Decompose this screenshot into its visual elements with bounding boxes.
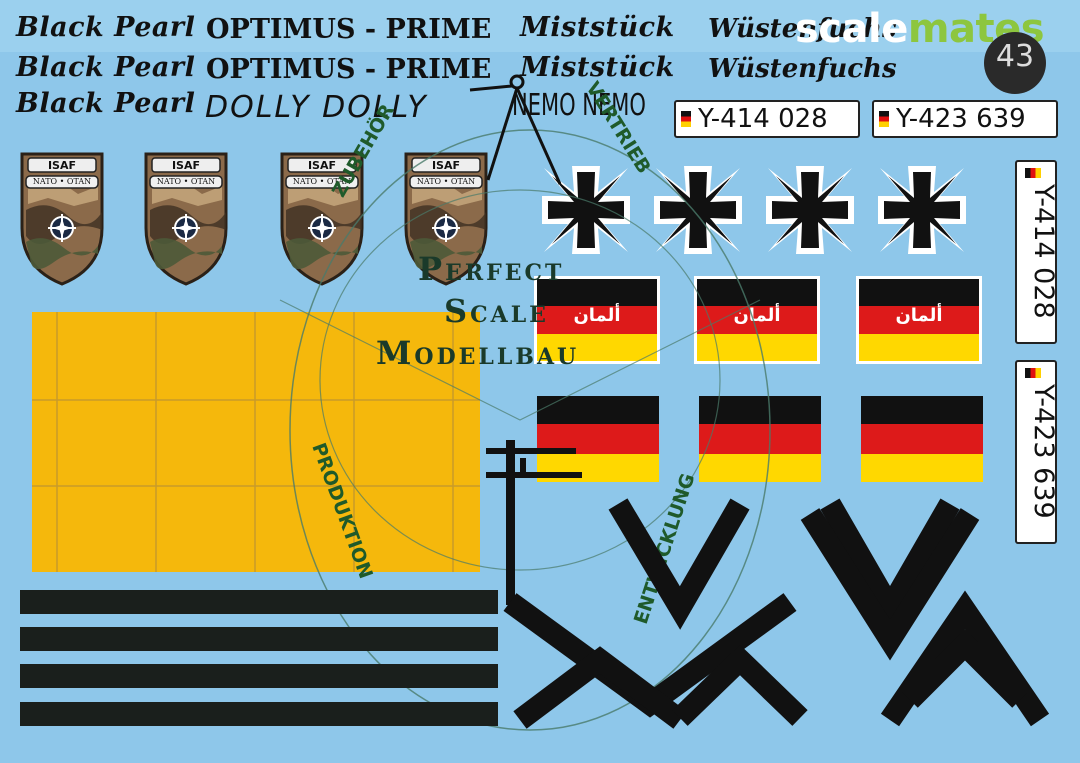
iron-cross-icon xyxy=(650,162,746,262)
top-band xyxy=(0,0,1080,52)
stripe-decal xyxy=(20,627,498,651)
german-flag-arabic: ألمان xyxy=(534,276,660,364)
isaf-badge: ISAF NATO • OTAN xyxy=(18,150,106,288)
name-black-pearl: Black Pearl xyxy=(16,12,196,43)
yellow-panel xyxy=(32,312,480,572)
name-miststueck: Miststück xyxy=(520,12,675,43)
isaf-badge: ISAF NATO • OTAN xyxy=(278,150,366,288)
license-plate-vertical: Y-423 639 xyxy=(1015,360,1059,544)
name-black-pearl: Black Pearl xyxy=(16,52,196,83)
name-black-pearl: Black Pearl xyxy=(16,88,196,119)
license-plate-vertical: Y-414 028 xyxy=(1015,160,1059,344)
name-wuestenfuchs: Wüstenfuchs xyxy=(708,14,897,44)
stripe-decal xyxy=(20,590,498,614)
stripe-decal xyxy=(20,664,498,688)
scalemates-watermark: scalemates xyxy=(795,6,1045,52)
name-optimus-prime: OPTIMUS - PRIME xyxy=(206,54,492,85)
german-flag-arabic: ألمان xyxy=(856,276,982,364)
german-flag-icon xyxy=(1025,368,1041,378)
isaf-badge: ISAF NATO • OTAN xyxy=(142,150,230,288)
german-flag-arabic: ألمان xyxy=(694,276,820,364)
seal-title-line3: Modellbau xyxy=(376,334,580,372)
name-miststueck: Miststück xyxy=(520,52,675,83)
isaf-badge: ISAF NATO • OTAN xyxy=(402,150,490,288)
seal-title-line1: Perfect xyxy=(418,250,565,288)
seal-title-line2: Scale xyxy=(444,292,549,330)
name-dolly: DOLLY DOLLY xyxy=(205,90,428,125)
german-flag-icon xyxy=(681,111,691,127)
iron-cross-icon xyxy=(762,162,858,262)
german-flag-icon xyxy=(879,111,889,127)
iron-cross-icon xyxy=(874,162,970,262)
name-wuestenfuchs: Wüstenfuchs xyxy=(708,54,897,84)
catalog-number-badge: 43 xyxy=(984,32,1046,94)
german-flag xyxy=(861,396,983,482)
license-plate: Y-414 028 xyxy=(674,100,860,138)
stripe-decal xyxy=(20,702,498,726)
name-nemo: NEMO NEMO xyxy=(512,88,646,123)
iron-cross-icon xyxy=(538,162,634,262)
german-flag-icon xyxy=(1025,168,1041,178)
german-flag xyxy=(699,396,821,482)
license-plate: Y-423 639 xyxy=(872,100,1058,138)
chevron-decals xyxy=(503,498,1050,729)
name-optimus-prime: OPTIMUS - PRIME xyxy=(206,14,492,45)
